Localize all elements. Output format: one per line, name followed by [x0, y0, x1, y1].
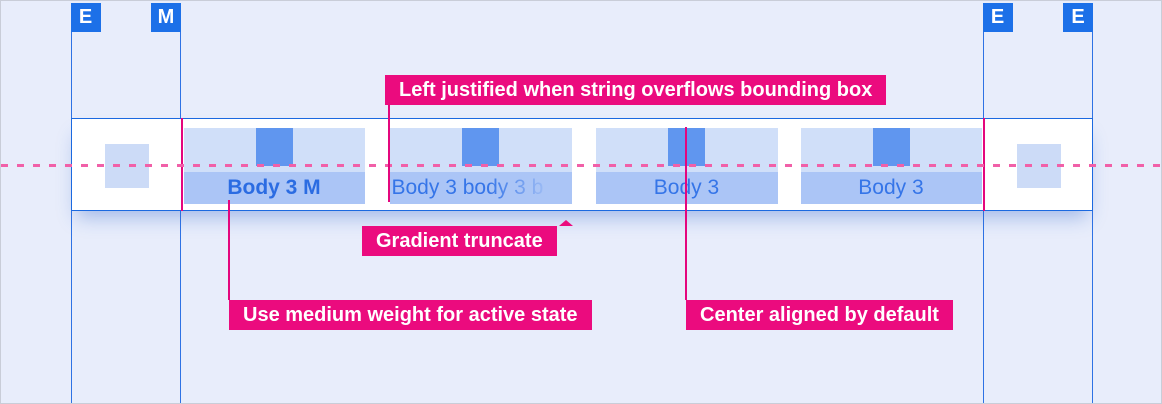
pointer-line-left-justified — [388, 105, 390, 202]
callout-left-justified: Left justified when string overflows bou… — [385, 75, 887, 105]
gradient-truncate-fade — [486, 172, 572, 204]
pointer-line-center-aligned — [685, 127, 687, 300]
callout-center-aligned: Center aligned by default — [686, 300, 953, 330]
margin-badge-e-right-outer: E — [1063, 3, 1093, 32]
callout-arrow-up-icon — [559, 220, 573, 226]
pointer-line-medium-weight — [228, 200, 230, 300]
callout-medium-weight: Use medium weight for active state — [229, 300, 592, 330]
tab-label: Body 3 M — [183, 172, 365, 204]
tab-spacing-square — [462, 128, 499, 166]
tab-label: Body 3 — [800, 172, 982, 204]
tab-spacing-square — [255, 128, 293, 166]
tab-spacing-square — [872, 128, 910, 166]
center-baseline-dashed-line — [1, 164, 1161, 167]
margin-badge-e-left: E — [70, 3, 101, 32]
callout-gradient-truncate: Gradient truncate — [362, 220, 573, 256]
margin-badge-e-right-inner: E — [982, 3, 1013, 32]
margin-badge-m: M — [151, 3, 181, 32]
callout-text: Gradient truncate — [376, 230, 543, 252]
